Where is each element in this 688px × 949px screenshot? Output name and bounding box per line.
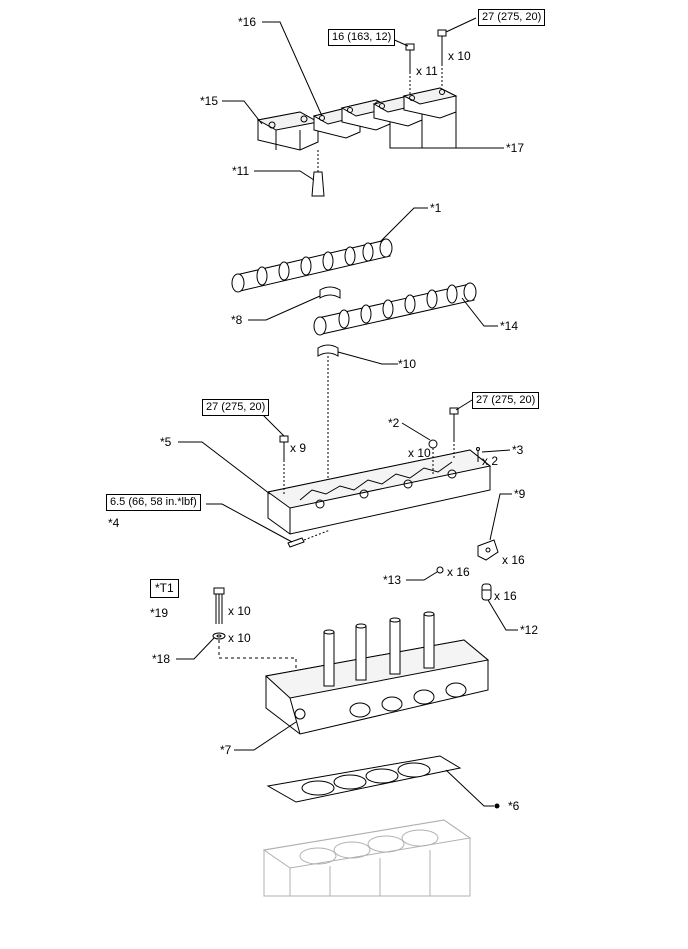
callout-15: *15	[200, 94, 219, 108]
cylinder-head-7	[266, 612, 488, 734]
leader-2	[402, 423, 430, 440]
leader-3	[482, 450, 510, 452]
camshaft-bearing-cap-17c	[404, 88, 456, 118]
pin-4	[288, 530, 330, 547]
qty-nut-2: x 10	[408, 446, 431, 460]
callout-16: *16	[238, 15, 257, 29]
qty-washer-18: x 10	[228, 631, 251, 645]
nut-2	[429, 440, 437, 476]
qty-housing-bolt-left: x 9	[290, 441, 307, 455]
housing-bolt-left	[280, 436, 288, 496]
lash-adjuster-12	[482, 584, 491, 600]
leader-11	[254, 171, 314, 180]
bearing-8	[320, 287, 340, 298]
callout-2: *2	[388, 416, 400, 430]
callout-7: *7	[220, 743, 232, 757]
leader-spec-left	[260, 412, 284, 436]
leader-12	[488, 600, 518, 630]
qty-cap-bolt-small: x 11	[416, 64, 438, 78]
camshaft-bearing-cap-15	[258, 112, 318, 150]
leader-8	[248, 296, 320, 320]
qty-adjuster-12: x 16	[494, 589, 517, 603]
callout-19: *19	[150, 606, 169, 620]
leader-1	[380, 208, 428, 242]
qty-rocker-9: x 16	[502, 553, 525, 567]
bushing-11	[312, 150, 324, 196]
cap-bolt-large	[438, 30, 446, 88]
leader-7	[234, 722, 296, 750]
callout-11: *11	[232, 164, 250, 178]
callout-13: *13	[383, 573, 402, 587]
cylinder-block	[264, 820, 470, 896]
callout-10: *10	[398, 357, 417, 371]
tool-tag-t1: *T1	[150, 579, 179, 598]
washer-18	[213, 633, 296, 672]
callout-12: *12	[520, 623, 539, 637]
callout-18: *18	[152, 652, 171, 666]
camshaft-housing-5	[268, 450, 490, 534]
qty-cap-bolt-large: x 10	[448, 49, 471, 63]
head-gasket-6	[268, 756, 460, 802]
rocker-arm-9	[478, 540, 498, 560]
qty-pin-3: x 2	[482, 454, 499, 468]
pin-3	[477, 448, 480, 463]
leader-16	[262, 22, 322, 116]
torque-spec-housing-right: 27 (275, 20)	[472, 392, 540, 409]
dot-6	[494, 803, 500, 809]
qty-head-bolt-19: x 10	[228, 604, 251, 618]
torque-spec-housing-left: 27 (275, 20)	[202, 399, 270, 416]
callout-4: *4	[108, 516, 120, 530]
leader-18	[176, 638, 214, 659]
leader-spec-right	[456, 400, 472, 410]
torque-spec-pin: 6.5 (66, 58 in.*lbf)	[106, 494, 201, 511]
camshaft-1	[232, 239, 392, 292]
leader-13	[406, 572, 437, 580]
leader-14	[462, 298, 498, 326]
callout-8: *8	[231, 313, 243, 327]
leader-17	[390, 124, 504, 148]
callout-5: *5	[160, 435, 172, 449]
callout-17: *17	[506, 141, 525, 155]
ball-13	[437, 567, 443, 573]
leader-9	[490, 494, 512, 540]
torque-spec-cap-large: 27 (275, 20)	[478, 9, 546, 26]
bearing-10	[318, 345, 338, 500]
torque-spec-cap-small: 16 (163, 12)	[328, 29, 396, 46]
housing-bolt-right	[450, 408, 458, 460]
callout-3: *3	[512, 443, 524, 457]
qty-ball-13: x 16	[447, 565, 470, 579]
leader-6	[446, 770, 494, 806]
cap-bolt-small	[406, 44, 414, 96]
leader-4	[206, 504, 292, 542]
callout-14: *14	[500, 319, 519, 333]
camshaft-14	[314, 283, 476, 335]
callout-1: *1	[430, 201, 442, 215]
leader-spec-cap-large	[446, 18, 476, 32]
callout-6: *6	[508, 799, 520, 813]
callout-9: *9	[514, 487, 526, 501]
leader-15	[222, 101, 262, 124]
head-bolt-19	[214, 588, 224, 624]
leader-10	[338, 352, 398, 364]
leader-5	[178, 442, 270, 494]
